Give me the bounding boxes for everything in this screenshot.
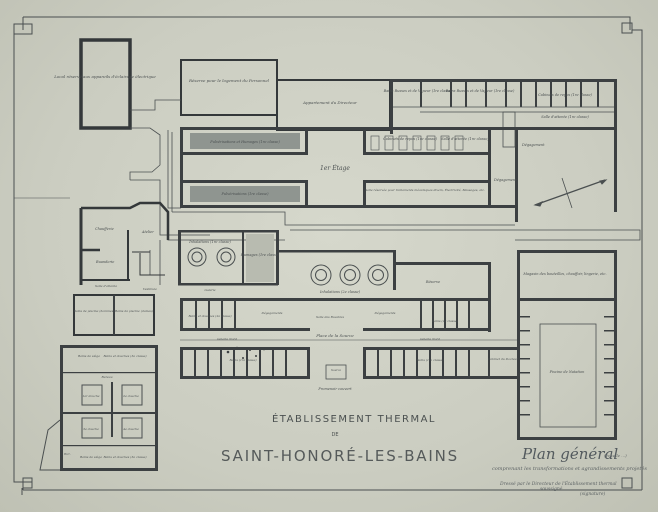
svg-text:Dégagements: Dégagements (374, 311, 396, 315)
plan-author-line2: soussigné (540, 487, 563, 492)
plan-author: Dressé par le Directeur de l'Établisseme… (500, 482, 640, 497)
plan-scale: (échelle ...) (604, 453, 627, 458)
svg-text:Chaufferie: Chaufferie (95, 227, 114, 231)
svg-text:Bains Russes et de Vapeur (1re: Bains Russes et de Vapeur (1re classe) (445, 89, 515, 93)
svg-text:4e douche: 4e douche (122, 427, 139, 431)
compass-rose-icon (533, 177, 608, 209)
svg-text:Piscine de Natation: Piscine de Natation (549, 370, 585, 374)
svg-text:Buanderie: Buanderie (95, 260, 114, 264)
svg-text:Galerie: Galerie (204, 288, 215, 292)
frame-border (13, 16, 643, 495)
svg-text:Humages (1re classe): Humages (1re classe) (240, 253, 280, 257)
svg-text:Pulvérisations (1re classe): Pulvérisations (1re classe) (221, 192, 270, 196)
block-bains-vapeur (390, 79, 617, 222)
svg-text:Bains de siège: Bains de siège (79, 455, 102, 459)
svg-text:Bains Russes et de Vapeur (1re: Bains Russes et de Vapeur (1re classe) (383, 89, 453, 93)
svg-text:Bains (2e classe): Bains (2e classe) (431, 319, 458, 323)
svg-text:1er douche: 1er douche (82, 394, 99, 398)
svg-text:Bains et douches (2e classe): Bains et douches (2e classe) (187, 314, 232, 318)
svg-text:Réserve: Réserve (425, 280, 440, 284)
svg-text:Vestibule: Vestibule (143, 287, 157, 291)
svg-text:Bureau: Bureau (100, 375, 112, 379)
svg-text:Dégagement: Dégagement (493, 178, 517, 182)
plan-author-line1: Dressé par le Directeur de l'Établisseme… (500, 482, 617, 487)
svg-text:Inhalations (2e classe): Inhalations (2e classe) (319, 290, 361, 294)
svg-text:Salle d'attente: Salle d'attente (95, 284, 117, 288)
svg-text:Cabinets de repos (1re classe): Cabinets de repos (1re classe) (383, 137, 437, 141)
svg-text:Galerie Nord: Galerie Nord (420, 337, 440, 341)
block-piscine (517, 250, 617, 440)
svg-text:Appartement du Directeur: Appartement du Directeur (302, 100, 358, 105)
room-reserve-logement (180, 59, 278, 116)
svg-text:Promenoir couvert: Promenoir couvert (317, 387, 352, 391)
block-chaufferie (79, 201, 170, 285)
svg-text:Local réservé aux appareils d': Local réservé aux appareils d'éclairage … (53, 74, 156, 79)
svg-text:Salle réservée pour traitement: Salle réservée pour traitements mécaniqu… (365, 187, 485, 192)
title-saint-honore: SAINT-HONORÉ-LES-BAINS (221, 447, 459, 465)
svg-text:Atelier: Atelier (141, 230, 154, 234)
block-bains-siege (39, 294, 158, 471)
room-labels: Local réservé aux appareils d'éclairage … (53, 74, 606, 459)
svg-text:Bains et douches (3e classe): Bains et douches (3e classe) (102, 455, 147, 459)
svg-text:Source: Source (331, 368, 341, 372)
svg-text:3e douche: 3e douche (83, 427, 99, 431)
svg-text:Bains et douches (3e classe): Bains et douches (3e classe) (102, 354, 147, 358)
plan-general-title: Plan général (522, 445, 619, 463)
svg-text:Bains (1re classe): Bains (1re classe) (415, 358, 444, 362)
svg-text:Magasin des bouteilles, chauff: Magasin des bouteilles, chauffoir, linge… (522, 272, 606, 276)
svg-text:2e douche: 2e douche (122, 394, 139, 398)
block-inhalations (178, 230, 491, 332)
svg-text:Pulvérisations et Humages (1re: Pulvérisations et Humages (1re classe) (209, 140, 280, 144)
title-etablissement: ÉTABLISSEMENT THERMAL (271, 414, 437, 425)
svg-text:Bains (1re classe): Bains (1re classe) (228, 358, 257, 362)
svg-text:Bains de siège: Bains de siège (77, 354, 100, 358)
svg-text:Cabinet du Docteur: Cabinet du Docteur (488, 357, 518, 361)
svg-text:W.C.: W.C. (64, 452, 71, 456)
title-de: DE (331, 432, 339, 438)
plan-signature: (signature) (580, 492, 606, 497)
svg-text:Dégagements: Dégagements (261, 311, 283, 315)
svg-text:Inhalations (1re classe): Inhalations (1re classe) (188, 240, 231, 244)
svg-text:Galerie Nord: Galerie Nord (217, 337, 237, 341)
svg-text:Salle d'attente (1re classe): Salle d'attente (1re classe) (441, 137, 489, 141)
svg-text:Bains de piscine (dames): Bains de piscine (dames) (114, 309, 154, 313)
svg-text:Cabinets de repos (1re classe): Cabinets de repos (1re classe) (538, 93, 592, 97)
svg-text:Place de la Source: Place de la Source (315, 333, 354, 338)
svg-text:Dégagement: Dégagement (521, 143, 545, 147)
svg-text:Bains de piscine (hommes): Bains de piscine (hommes) (73, 309, 116, 313)
svg-text:Réserve pour le logement du Pe: Réserve pour le logement du Personnel (188, 78, 270, 83)
block-pulverisations (180, 127, 615, 208)
room-appartement (276, 79, 391, 131)
svg-text:Salle d'attente (1re classe): Salle d'attente (1re classe) (541, 115, 589, 119)
ink-stains (226, 346, 266, 359)
svg-text:1er Étage: 1er Étage (320, 164, 350, 172)
block-bains-rows (180, 298, 518, 380)
svg-text:Salle des Buvettes: Salle des Buvettes (316, 315, 344, 319)
room-local-electrique (79, 38, 132, 130)
plan-subtitle: comprenant les transformations et agrand… (492, 466, 647, 472)
